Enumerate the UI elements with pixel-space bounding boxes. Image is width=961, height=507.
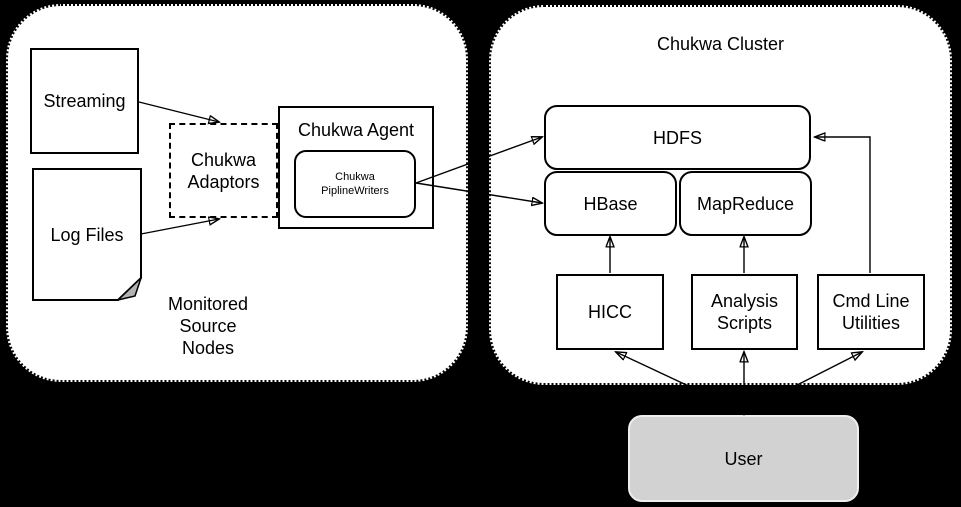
analysis-scripts-line1: Analysis [710, 291, 779, 311]
hdfs-label: HDFS [653, 127, 702, 148]
monitored-source-nodes-caption: Monitored Source Nodes [148, 293, 268, 359]
caption-line3: Nodes [181, 338, 235, 358]
document-shape-icon [32, 168, 142, 301]
chukwa-cluster-title: Chukwa Cluster [656, 34, 785, 54]
caption-line2: Source [179, 316, 237, 336]
adaptors-label-line1: Chukwa [190, 149, 257, 170]
analysis-scripts-line2: Scripts [716, 313, 772, 333]
hdfs-node: HDFS [544, 105, 811, 170]
cmd-line-utilities-line2: Utilities [841, 313, 900, 333]
streaming-node: Streaming [30, 48, 139, 154]
hbase-label: HBase [583, 193, 638, 214]
streaming-label: Streaming [43, 91, 126, 111]
user-label: User [724, 448, 763, 469]
chukwa-agent-title: Chukwa Agent [297, 120, 415, 140]
chukwa-adaptors-node: Chukwa Adaptors [169, 123, 278, 218]
mapreduce-label: MapReduce [696, 193, 795, 214]
user-node: User [628, 415, 859, 502]
analysis-scripts-node: Analysis Scripts [691, 274, 798, 350]
log-files-node: Log Files [32, 168, 142, 301]
hbase-node: HBase [544, 171, 677, 236]
cmd-line-utilities-line1: Cmd Line [832, 291, 910, 311]
log-files-label: Log Files [50, 224, 124, 245]
pipline-writers-line2: PiplineWriters [321, 185, 389, 197]
pipline-writers-node: Chukwa PiplineWriters [294, 150, 416, 218]
caption-line1: Monitored [167, 294, 249, 314]
hicc-label: HICC [588, 302, 632, 322]
cmd-line-utilities-node: Cmd Line Utilities [817, 274, 925, 350]
pipline-writers-line1: Chukwa [335, 171, 375, 183]
hicc-node: HICC [556, 274, 664, 350]
adaptors-label-line2: Adaptors [187, 171, 260, 192]
mapreduce-node: MapReduce [679, 171, 812, 236]
